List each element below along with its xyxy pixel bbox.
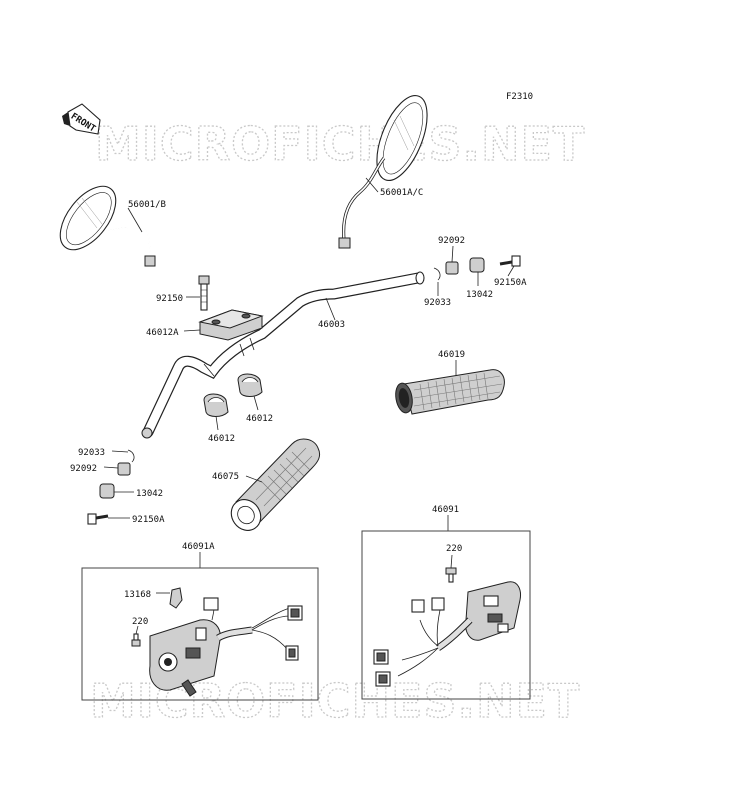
label-46019: 46019 xyxy=(438,350,465,360)
label-92033-right: 92033 xyxy=(424,298,451,308)
right-mirror xyxy=(338,95,428,249)
label-220-right: 220 xyxy=(446,544,462,554)
left-end-parts xyxy=(87,449,135,525)
label-46012-a: 46012 xyxy=(208,434,235,444)
right-switch-wiring xyxy=(373,597,473,687)
label-46003: 46003 xyxy=(318,320,345,330)
label-46091: 46091 xyxy=(432,505,459,515)
figure-code: F2310 xyxy=(506,92,533,102)
left-switch-housing xyxy=(149,619,221,697)
clamp-bolt xyxy=(198,275,210,311)
label-13168: 13168 xyxy=(124,590,151,600)
label-56001-b: 56001/B xyxy=(128,200,166,210)
handlebar xyxy=(141,271,425,439)
label-92092-right: 92092 xyxy=(438,236,465,246)
right-grip xyxy=(395,369,505,415)
label-220-left: 220 xyxy=(132,617,148,627)
label-46012-b: 46012 xyxy=(246,414,273,424)
label-92092-left: 92092 xyxy=(70,464,97,474)
label-46091a: 46091A xyxy=(182,542,215,552)
upper-clamp xyxy=(198,309,264,341)
left-grip xyxy=(230,438,321,531)
left-switch-screw xyxy=(131,633,141,647)
box-46091a xyxy=(81,567,319,701)
right-switch-housing xyxy=(465,581,521,641)
watermark-top: MICROFICHES.NET xyxy=(95,117,585,171)
lower-clamp-a xyxy=(203,393,229,417)
box-46091 xyxy=(361,530,531,700)
left-mirror xyxy=(59,185,156,267)
label-46075: 46075 xyxy=(212,472,239,482)
left-switch-wiring xyxy=(203,597,303,661)
label-92150a-right: 92150A xyxy=(494,278,527,288)
label-92150a-left: 92150A xyxy=(132,515,165,525)
label-92150: 92150 xyxy=(156,294,183,304)
label-46012a: 46012A xyxy=(146,328,179,338)
front-arrow-icon: FRONT xyxy=(62,103,101,135)
label-92033-left: 92033 xyxy=(78,448,105,458)
label-56001-ac: 56001A/C xyxy=(380,188,423,198)
label-13042-right: 13042 xyxy=(466,290,493,300)
right-switch-screw xyxy=(445,567,457,583)
right-end-parts xyxy=(433,255,521,281)
lower-clamp-b xyxy=(237,373,263,397)
switch-connector-13168 xyxy=(169,587,183,609)
label-13042-left: 13042 xyxy=(136,489,163,499)
